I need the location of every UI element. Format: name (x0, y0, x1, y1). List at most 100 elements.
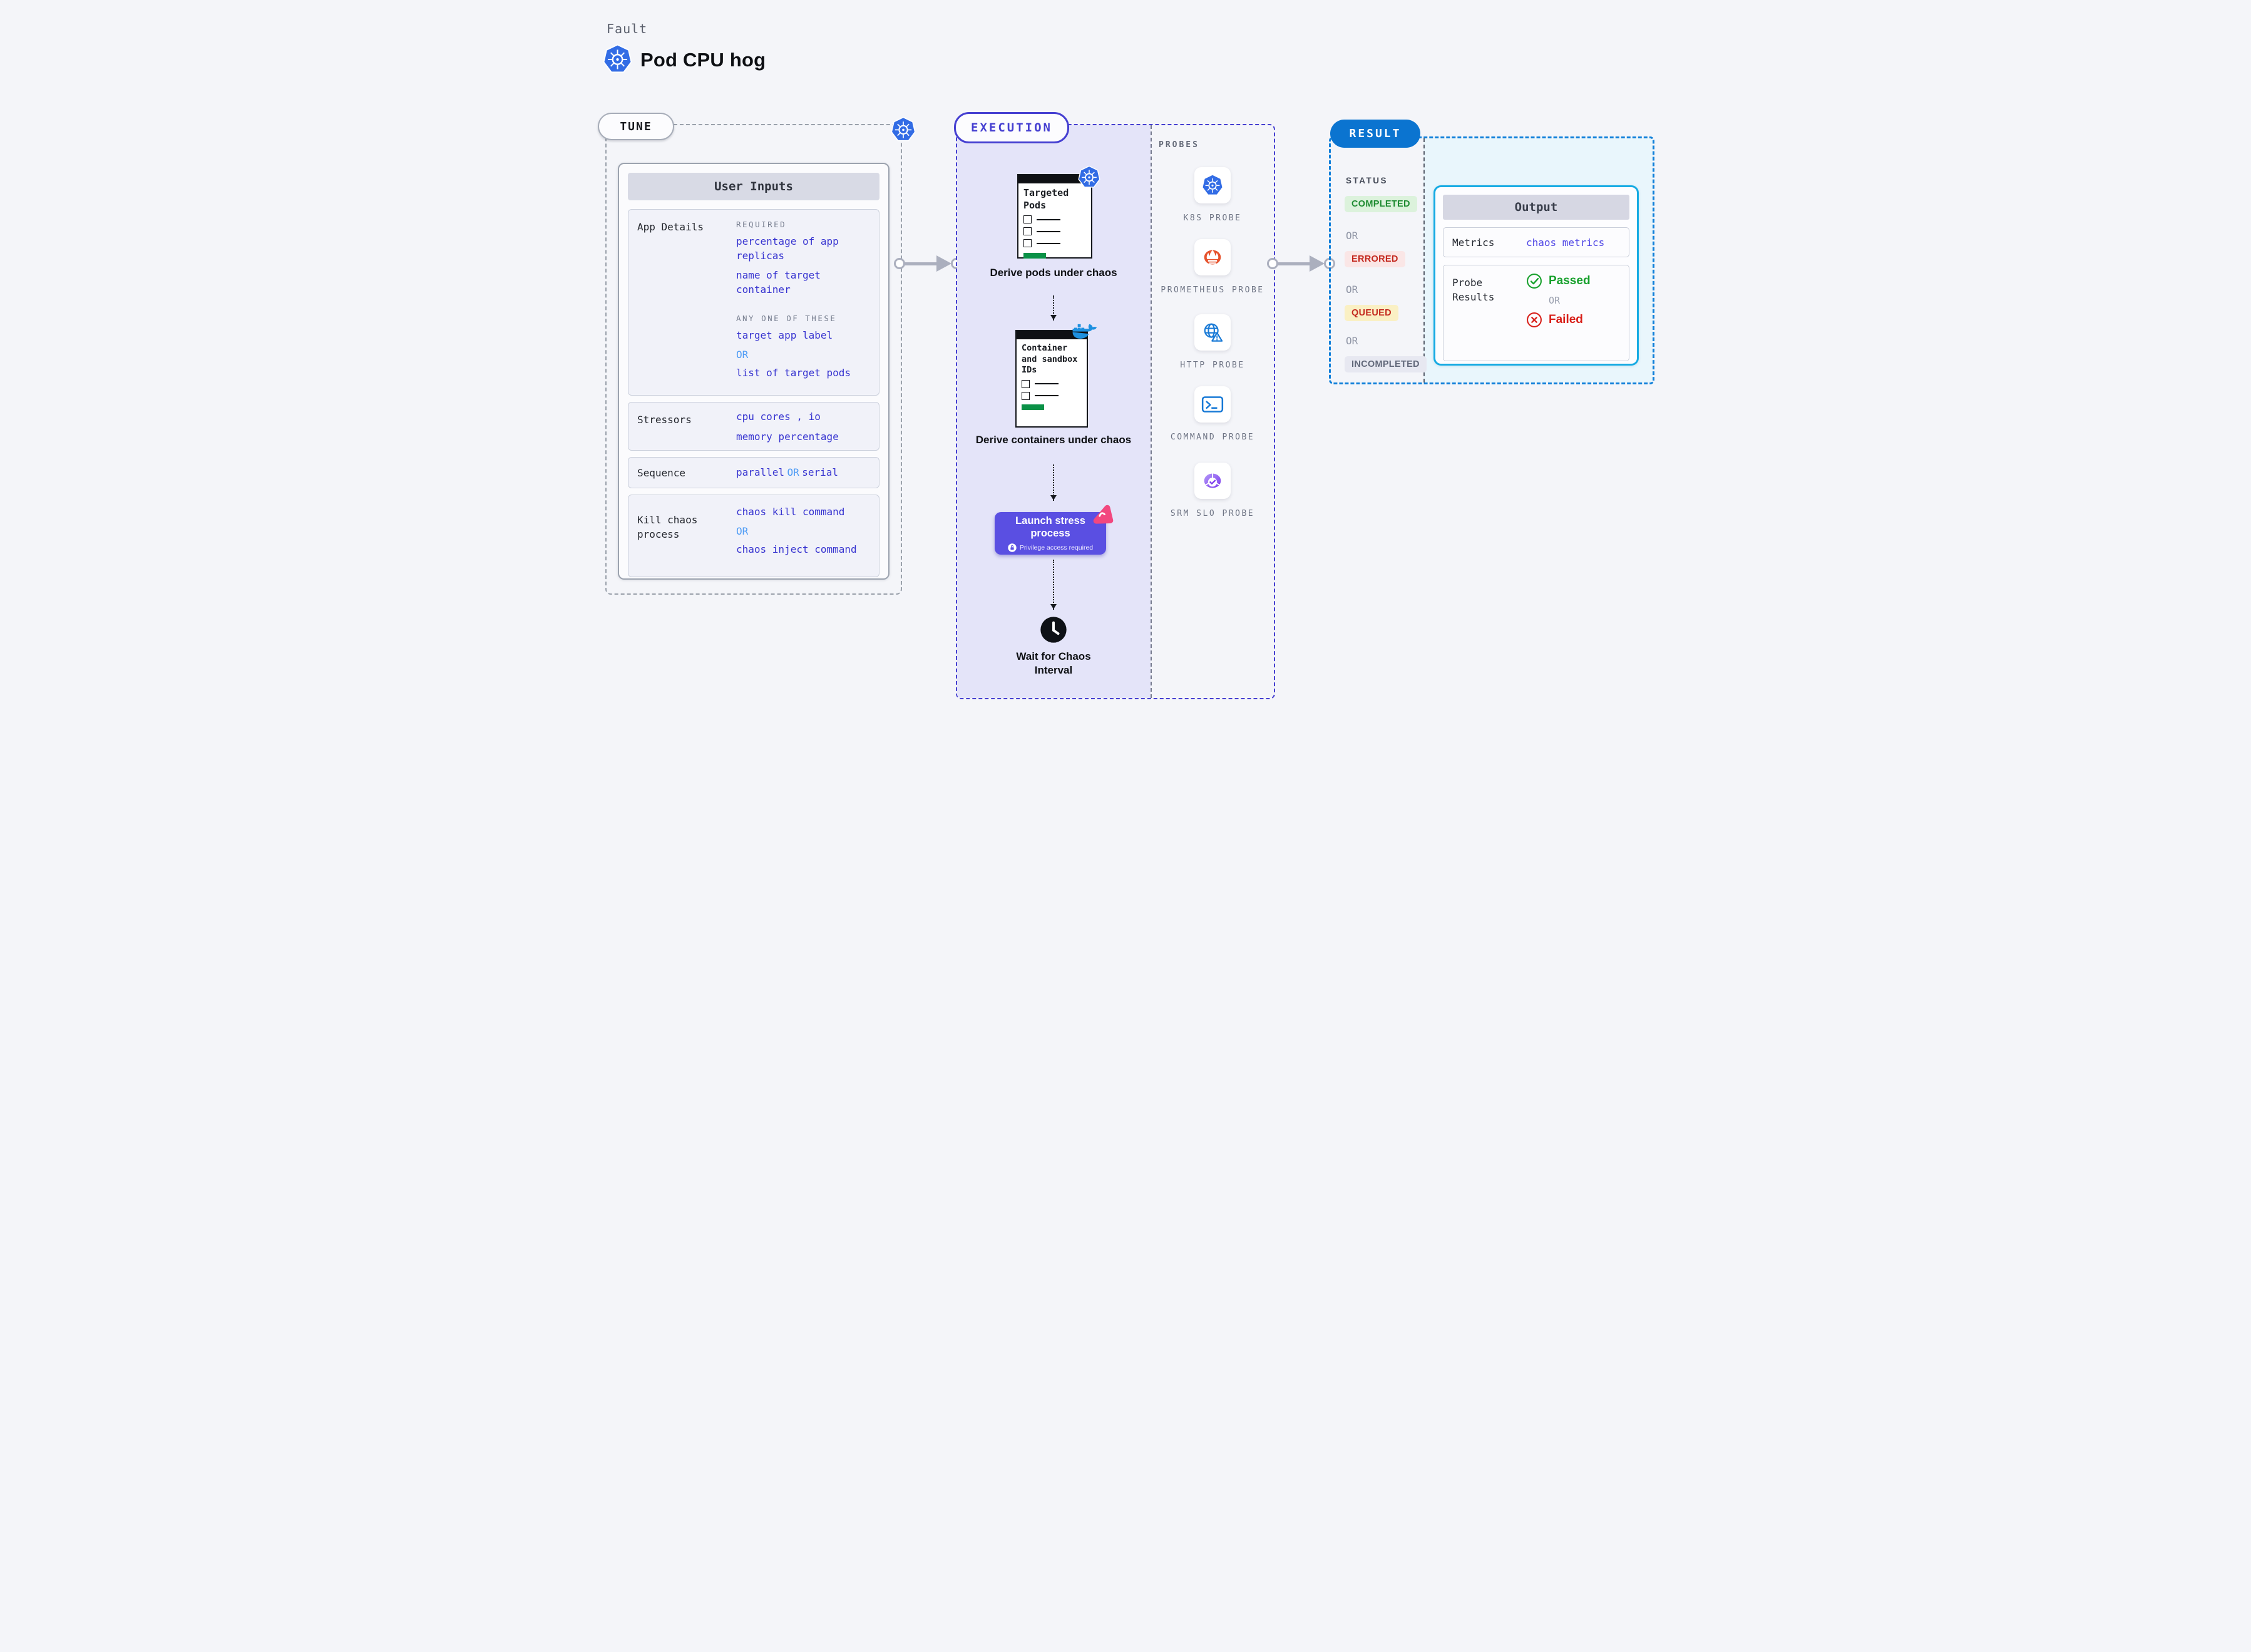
x-circle-icon (1526, 312, 1542, 328)
check-circle-icon (1526, 273, 1542, 289)
or-separator: OR (787, 466, 799, 478)
metrics-value: chaos metrics (1526, 236, 1605, 249)
or-separator: OR (736, 525, 749, 537)
diagram-canvas: Fault Pod CPU hog TUNE User Inputs App D… (563, 0, 1688, 826)
slo-donut-check-icon (1201, 469, 1224, 492)
container-ids-card: Container and sandbox IDs (1015, 330, 1088, 428)
status-badge-completed: COMPLETED (1345, 196, 1417, 212)
option-value: list of target pods (736, 366, 851, 379)
step-caption: Derive containers under chaos (975, 434, 1132, 446)
launch-stress-process-node: Launch stress process Privilege access r… (995, 512, 1106, 555)
sequence-label: Sequence (637, 467, 686, 479)
chaos-pink-icon (1090, 502, 1115, 527)
sequence-option: parallel (736, 466, 785, 478)
kubernetes-icon (1078, 165, 1100, 189)
docker-icon (1072, 322, 1098, 341)
or-separator: OR (1549, 295, 1561, 306)
tune-section-label: TUNE (598, 113, 674, 140)
app-details-row: App Details REQUIRED percentage of app r… (628, 209, 879, 396)
or-separator: OR (1346, 284, 1358, 295)
probes-label: PROBES (1159, 140, 1199, 150)
result-section-box: STATUS COMPLETED OR ERRORED OR QUEUED OR… (1329, 136, 1654, 384)
output-header: Output (1443, 195, 1629, 220)
sequence-value: parallel OR serial (736, 466, 873, 480)
page-title: Pod CPU hog (640, 49, 766, 71)
or-separator: OR (1346, 335, 1358, 347)
step-caption: Wait for Chaos Interval (1016, 650, 1091, 677)
kubernetes-icon (603, 44, 632, 74)
failed-label: Failed (1549, 313, 1583, 326)
probe-label: PROMETHEUS PROBE (1161, 285, 1264, 295)
terminal-icon (1201, 393, 1224, 416)
privilege-note-text: Privilege access required (1019, 544, 1094, 552)
flow-arrow-down (1050, 560, 1057, 610)
progress-bar (1022, 404, 1044, 410)
probe-tile-prometheus (1194, 239, 1231, 275)
kubernetes-icon (891, 116, 916, 143)
probe-label: SRM SLO PROBE (1170, 509, 1255, 518)
checklist-item (1022, 379, 1082, 388)
stressors-label: Stressors (637, 414, 692, 426)
card-title: Container and sandbox IDs (1022, 343, 1078, 376)
probes-divider (1151, 125, 1152, 698)
or-separator: OR (736, 348, 749, 361)
passed-label: Passed (1549, 274, 1591, 287)
flow-arrow-down (1050, 295, 1057, 321)
kill-option: chaos inject command (736, 543, 857, 555)
probe-label: K8S PROBE (1183, 213, 1242, 223)
prometheus-icon (1201, 246, 1224, 269)
or-separator: OR (1346, 230, 1358, 242)
globe-warning-icon (1201, 321, 1224, 344)
execution-section-box: Targeted Pods Derive pods under chaos Co… (956, 124, 1275, 699)
flow-arrow-down (1050, 464, 1057, 501)
probe-tile-srm-slo (1194, 463, 1231, 499)
probe-label: COMMAND PROBE (1170, 433, 1255, 442)
status-badge-queued: QUEUED (1345, 305, 1398, 321)
clock-icon (1040, 616, 1067, 644)
card-titlebar (1017, 331, 1087, 339)
probe-tile-k8s (1194, 167, 1231, 203)
result-section-label: RESULT (1330, 120, 1420, 148)
checklist-item (1023, 239, 1086, 247)
sequence-row: Sequence parallel OR serial (628, 457, 879, 488)
launch-label: Launch stress process (1015, 515, 1085, 539)
fault-kicker: Fault (607, 21, 648, 36)
user-inputs-header: User Inputs (628, 173, 879, 200)
probe-label: HTTP PROBE (1180, 361, 1245, 370)
kill-option: chaos kill command (736, 506, 845, 518)
card-titlebar (1018, 175, 1091, 183)
kubernetes-icon (1201, 174, 1224, 197)
status-badge-incompleted: INCOMPLETED (1345, 356, 1427, 372)
required-item: percentage of app replicas (736, 235, 839, 262)
user-inputs-card: User Inputs App Details REQUIRED percent… (618, 163, 890, 580)
status-divider (1423, 138, 1425, 382)
option-value: target app label (736, 329, 833, 341)
execution-to-result-arrow (1267, 255, 1335, 272)
card-title: Targeted Pods (1023, 187, 1069, 211)
app-details-label: App Details (637, 221, 704, 233)
step-caption: Derive pods under chaos (990, 267, 1117, 279)
stressors-value: memory percentage (736, 430, 839, 443)
lock-icon (1007, 543, 1017, 553)
required-item: name of target container (736, 269, 821, 296)
checklist-item (1022, 391, 1082, 400)
checklist-item (1023, 227, 1086, 235)
sequence-option: serial (802, 466, 839, 478)
stressors-value: cpu cores , io (736, 411, 821, 423)
probe-results-row: Probe Results Passed OR Failed (1443, 265, 1629, 361)
stressors-row: Stressors cpu cores , io memory percenta… (628, 402, 879, 451)
metrics-label: Metrics (1452, 236, 1495, 249)
required-hint: REQUIRED (736, 220, 787, 229)
failed-line: Failed (1526, 312, 1620, 328)
any-one-hint: ANY ONE OF THESE (736, 313, 837, 323)
kill-chaos-label: Kill chaos process (637, 514, 698, 541)
probe-results-label: Probe Results (1452, 277, 1495, 304)
execution-section-label: EXECUTION (954, 112, 1069, 143)
tune-section-box (605, 124, 902, 595)
checklist-item (1023, 215, 1086, 223)
status-label: STATUS (1346, 176, 1388, 185)
metrics-row: Metrics chaos metrics (1443, 227, 1629, 257)
kill-chaos-row: Kill chaos process chaos kill command OR… (628, 495, 879, 577)
passed-line: Passed (1526, 273, 1620, 289)
targeted-pods-card: Targeted Pods (1017, 174, 1092, 259)
